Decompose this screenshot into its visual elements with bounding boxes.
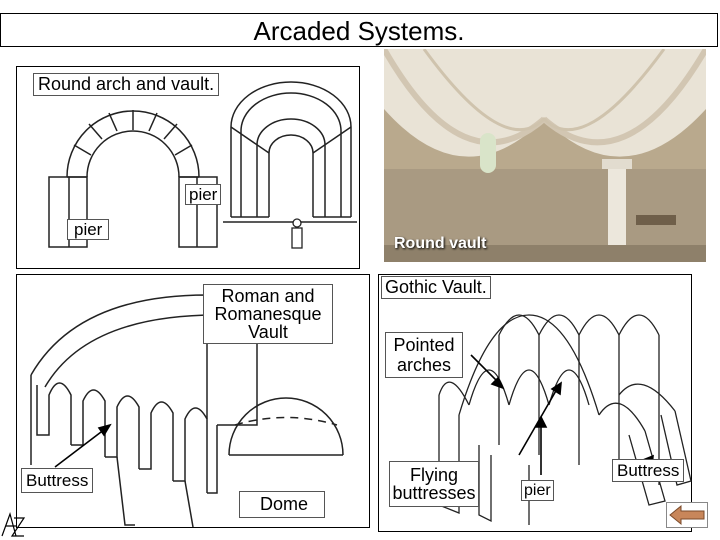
- vaulted-hall-image: [384, 49, 706, 262]
- round-arch-label: Round arch and vault.: [33, 73, 220, 96]
- signature-mark: [1, 512, 26, 537]
- gothic-vault-panel: Gothic Vault. Pointed arches Flying butt…: [378, 274, 692, 532]
- back-button[interactable]: [666, 502, 708, 528]
- pier-upper-label: pier: [185, 184, 222, 205]
- round-arch-drawing: [48, 81, 357, 249]
- flying-buttresses-label: Flying buttresses: [389, 461, 479, 507]
- slide-title: Arcaded Systems.: [253, 16, 465, 46]
- pointed-arches-label: Pointed arches: [385, 332, 463, 378]
- gothic-vault-label: Gothic Vault.: [381, 276, 491, 299]
- gothic-vault-drawing: [438, 314, 692, 525]
- round-arch-panel: Round arch and vault. pier pier: [16, 66, 360, 269]
- roman-vault-drawing: [30, 294, 344, 528]
- pier-left-label: pier: [67, 219, 110, 240]
- buttress-left-label: Buttress: [21, 468, 94, 493]
- round-vault-label: Round vault: [394, 235, 487, 252]
- dome-label: Dome: [239, 491, 326, 518]
- vaulted-hall-photo: Round vault: [384, 49, 706, 262]
- roman-vault-panel: Roman and Romanesque Vault Buttress Dome: [16, 274, 370, 528]
- left-arrow-icon: [669, 504, 705, 526]
- roman-vault-label: Roman and Romanesque Vault: [203, 284, 333, 344]
- buttress-right-label: Buttress: [612, 459, 685, 482]
- title-bar: Arcaded Systems.: [0, 13, 718, 47]
- pier-right-label: pier: [521, 480, 554, 501]
